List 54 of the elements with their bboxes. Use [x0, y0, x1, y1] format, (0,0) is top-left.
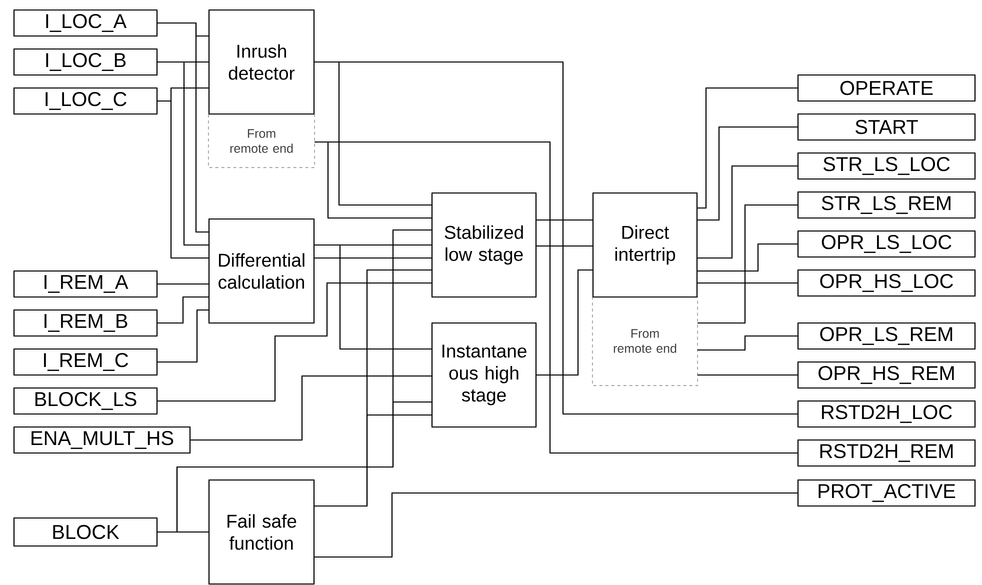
function-block: Fail safe function [208, 479, 315, 585]
signal-box: OPR_LS_LOC [797, 230, 976, 258]
signal-box: I_LOC_B [13, 48, 158, 76]
connector-line [698, 204, 798, 324]
connector-line [314, 244, 432, 350]
connector-line [190, 375, 432, 441]
function-block: Direct intertrip [592, 192, 698, 298]
connector-line [698, 335, 798, 351]
remote-end-box: From remote end [592, 296, 698, 386]
connector-line [158, 283, 208, 285]
connector-line [698, 87, 798, 209]
connector-line [536, 219, 592, 221]
connector-line [314, 257, 432, 259]
connector-line [698, 165, 798, 259]
signal-box: OPR_LS_REM [797, 322, 976, 350]
function-block: Instantane ous high stage [431, 322, 537, 428]
connector-line [158, 22, 208, 233]
signal-box: PROT_ACTIVE [797, 479, 976, 507]
signal-box: I_REM_B [13, 309, 158, 337]
connector-line [314, 141, 798, 454]
connector-line [698, 243, 798, 272]
connector-line [158, 100, 208, 259]
signal-box: I_REM_A [13, 270, 158, 298]
connector-line [158, 531, 208, 533]
signal-box: OPR_HS_REM [797, 361, 976, 389]
connector-line [698, 374, 798, 376]
connector-line [536, 269, 592, 376]
connector-line [698, 282, 798, 284]
connector-line [158, 282, 432, 402]
signal-box: STR_LS_LOC [797, 152, 976, 180]
function-block: Stabilized low stage [431, 192, 537, 298]
signal-box: START [797, 113, 976, 141]
signal-box: BLOCK [13, 517, 158, 547]
connector-line [314, 492, 798, 558]
function-block: Differential calculation [208, 218, 315, 324]
signal-box: ENA_MULT_HS [13, 426, 191, 454]
signal-box: I_LOC_C [13, 87, 158, 115]
signal-box: STR_LS_REM [797, 191, 976, 219]
signal-box: I_LOC_A [13, 9, 158, 37]
signal-box: RSTD2H_LOC [797, 400, 976, 428]
function-block: Inrush detector [208, 9, 315, 115]
signal-box: OPERATE [797, 74, 976, 102]
connector-line [158, 309, 208, 363]
connector-line [536, 245, 592, 247]
connector-line [314, 61, 798, 415]
signal-box: OPR_HS_LOC [797, 269, 976, 297]
connector-line [314, 414, 432, 507]
signal-box: RSTD2H_REM [797, 439, 976, 467]
connector-line [698, 126, 798, 221]
signal-box: I_REM_C [13, 348, 158, 376]
connector-line [158, 61, 208, 246]
signal-box: BLOCK_LS [13, 387, 158, 415]
connector-line [158, 296, 208, 324]
remote-end-box: From remote end [208, 114, 315, 168]
